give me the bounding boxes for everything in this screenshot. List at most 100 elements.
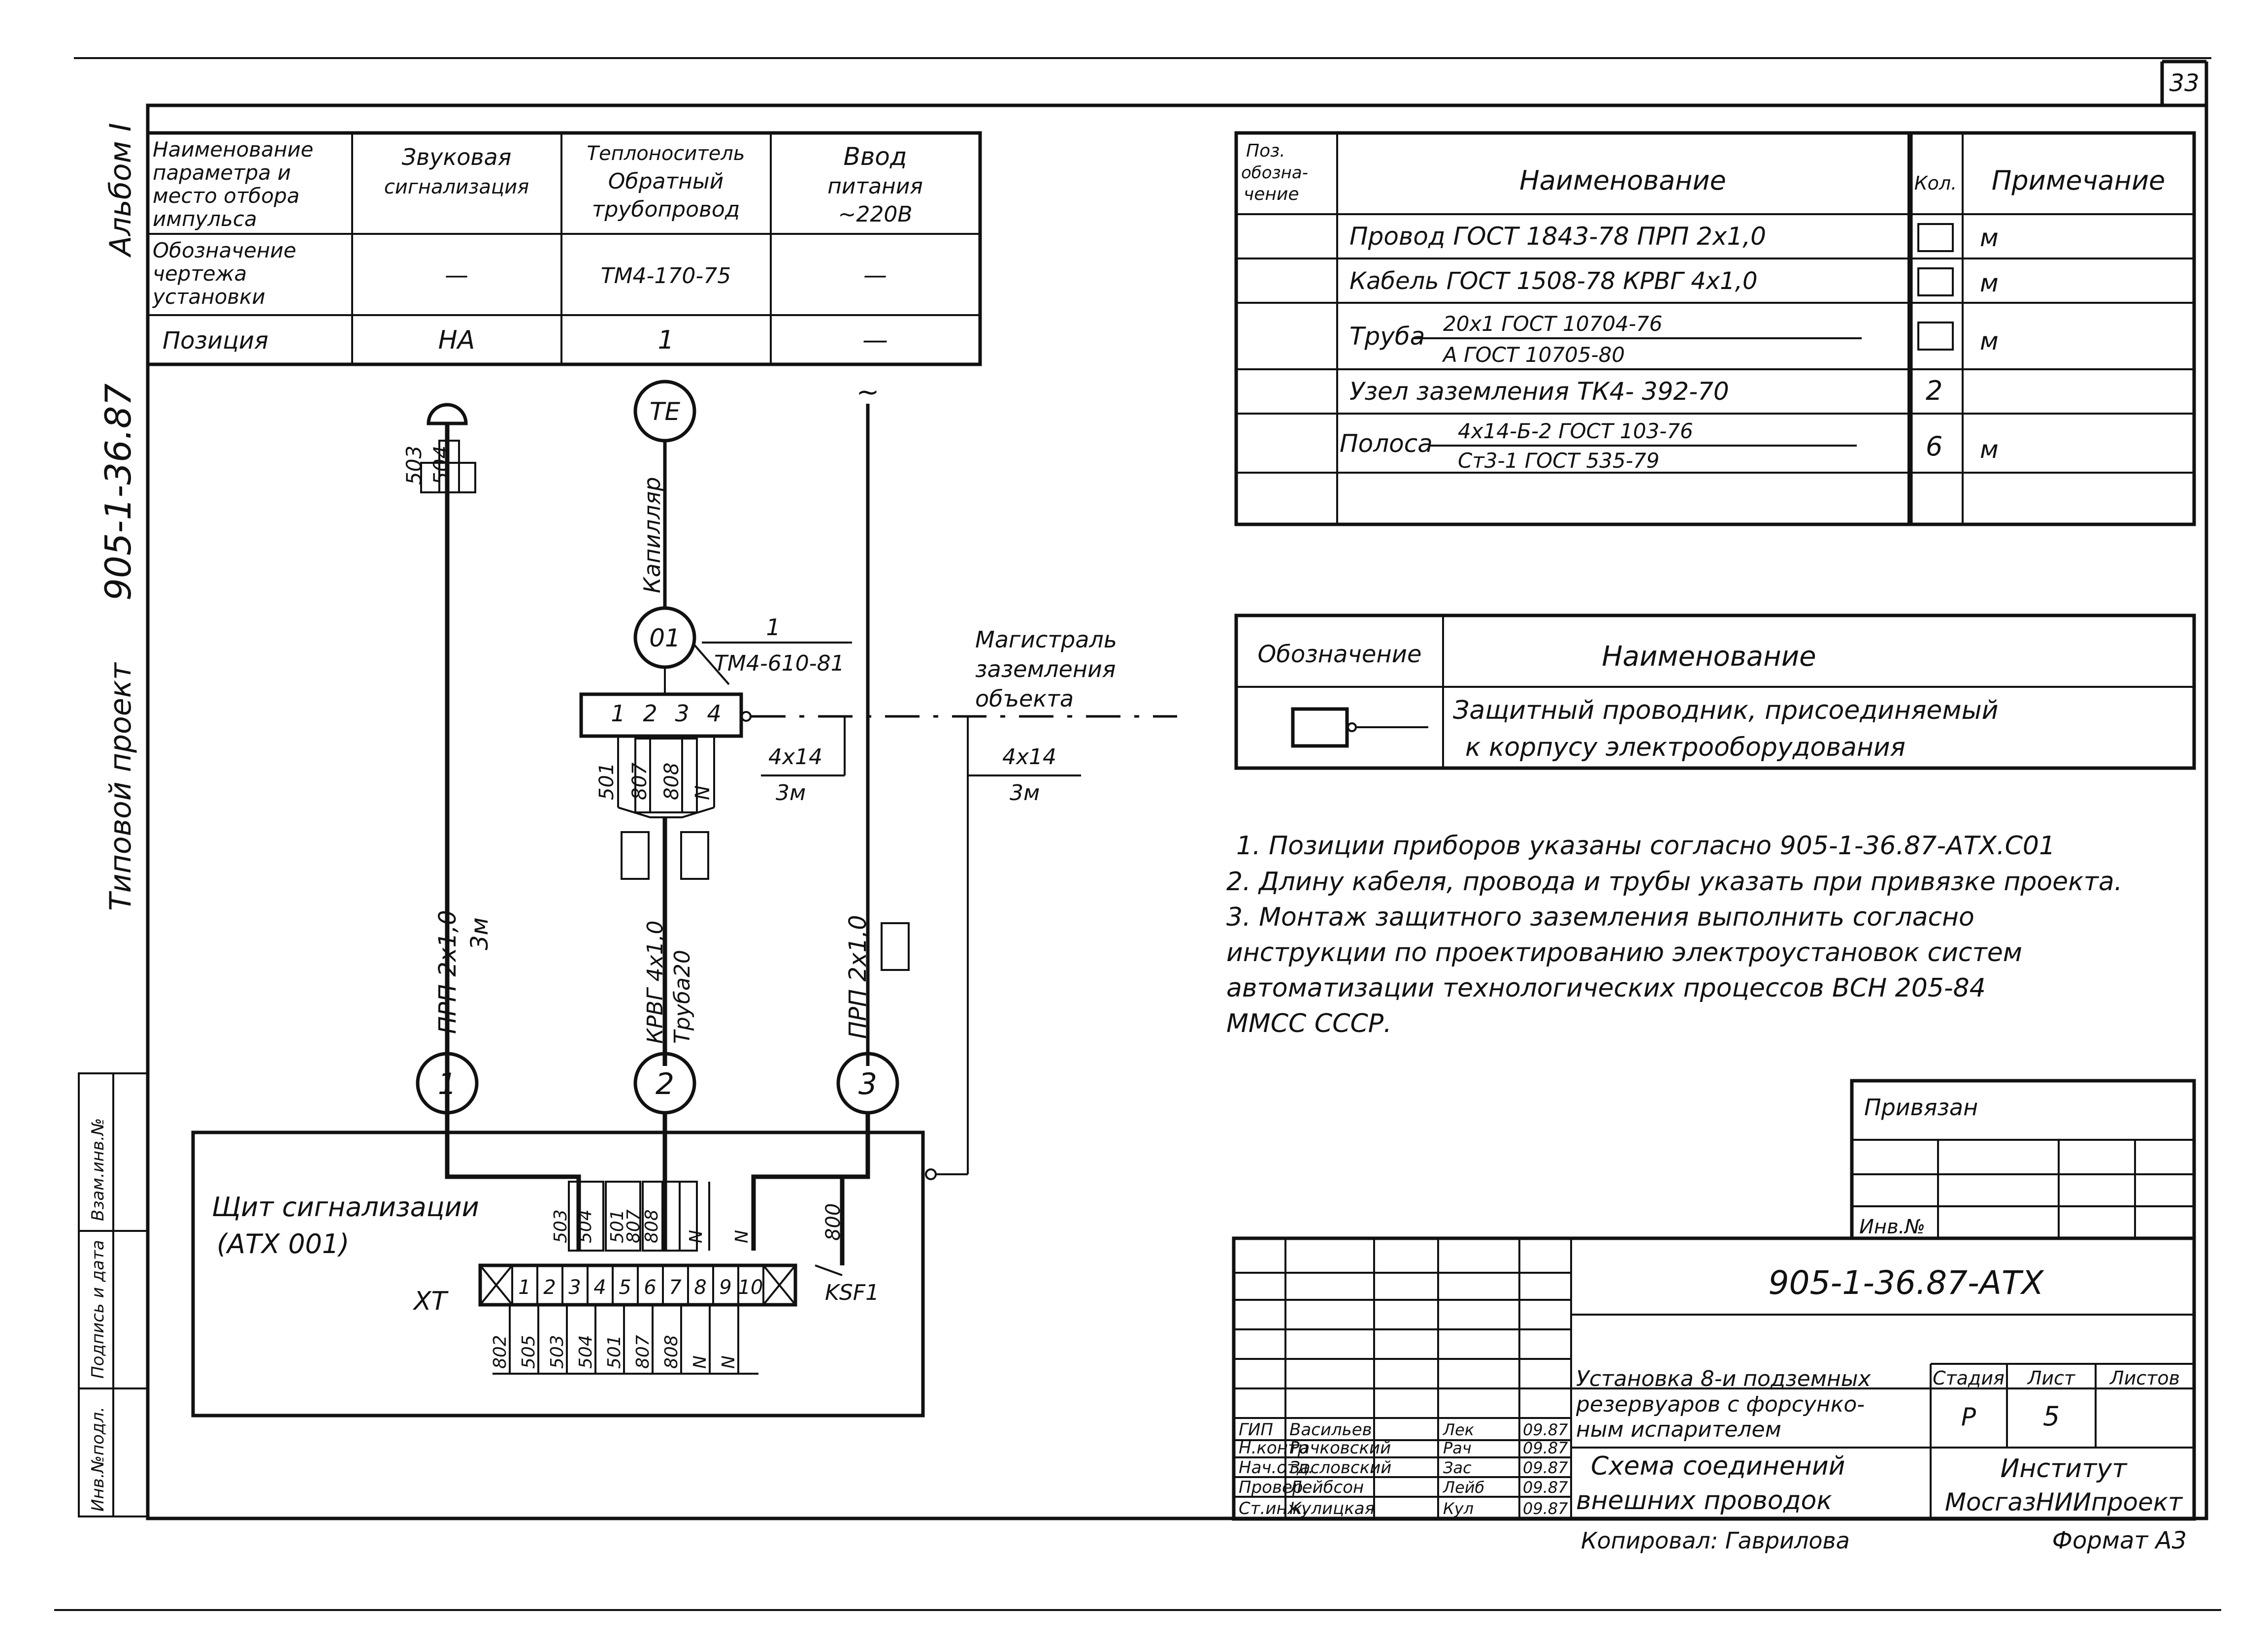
drawing-label-line: установки [152, 285, 265, 309]
bottom-wire: 808 [661, 1335, 682, 1369]
terminal-number: 10 [738, 1276, 763, 1299]
person-role: Н.контр [1239, 1438, 1308, 1458]
strip-label-bottom: 3м [776, 780, 806, 806]
legend-col1: Обозначение [1257, 641, 1421, 668]
param-label-line: импульса [153, 207, 257, 231]
title-block: 905-1-36.87-АТХ Установка 8-и подземных … [1232, 1236, 2196, 1554]
note-header: Примечание [1992, 165, 2166, 196]
box-wire: 807 [628, 762, 651, 800]
col2-name: трубопровод [592, 197, 740, 222]
person-date: 09.87 [1523, 1499, 1568, 1518]
pos-header: обозна- [1241, 163, 1308, 183]
col3-name: ~220В [838, 202, 912, 227]
terminal-number: 6 [644, 1276, 656, 1299]
bottom-wire: N [719, 1355, 739, 1369]
param-label-line: Наименование [153, 137, 313, 161]
panel-code: (АТХ 001) [217, 1228, 349, 1259]
top-wire: 503 [551, 1209, 571, 1243]
top-wire: N [686, 1230, 706, 1243]
person-name: Засловский [1289, 1458, 1391, 1478]
strip-label-top: 4х14 [1002, 744, 1056, 770]
capillary-label: Капилляр [639, 477, 665, 594]
col1-position: НА [438, 325, 475, 355]
col2-drawing: ТМ4-170-75 [601, 263, 731, 289]
terminal-number: 3 [568, 1276, 581, 1299]
person-name: Кулицкая [1289, 1499, 1375, 1518]
person-role: ГИП [1239, 1420, 1273, 1440]
drawing-name: Схема соединений [1591, 1451, 1845, 1481]
cable-number: 2 [656, 1067, 674, 1101]
legend-desc: к корпусу электрооборудования [1465, 733, 1906, 762]
spec-row-fraction-top: 4х14-Б-2 ГОСТ 103-76 [1458, 419, 1693, 443]
paper-format: Формат А3 [2052, 1527, 2187, 1554]
spec-row-note: м [1980, 327, 1999, 355]
sheets-label: Листов [2109, 1367, 2180, 1389]
stage-value: Р [1961, 1403, 1976, 1431]
spec-row-fraction-bottom: Ст3-1 ГОСТ 535-79 [1458, 449, 1659, 473]
person-signature: Лек [1443, 1420, 1475, 1439]
album-label: Альбом I [103, 123, 138, 258]
instrument-doc-label: ТМ4-610-81 [714, 651, 845, 676]
bottom-wire: 807 [633, 1335, 653, 1369]
name-header: Наименование [1519, 165, 1726, 196]
sheet-number: 33 [2169, 69, 2199, 97]
spec-row-note: м [1980, 269, 1999, 297]
stamp-cell-1: Взам.инв.№ [88, 1118, 108, 1221]
drawing-name: внешних проводок [1576, 1486, 1832, 1515]
siren-symbol [427, 403, 468, 425]
top-wire: 504 [575, 1209, 595, 1243]
ground-main-label: Магистраль [975, 626, 1117, 653]
binding-block: Привязан Инв.№ [1850, 1079, 2196, 1240]
spec-row-name: Полоса [1340, 429, 1433, 458]
col3-drawing: — [863, 261, 887, 289]
connection-diagram: 503 504 ТЕ Капилляр 01 1 ТМ4-610-81 1 2 … [191, 376, 1177, 1418]
document-code: 905-1-36.87-АТХ [1768, 1264, 2044, 1302]
instrument-01-label: 01 [649, 624, 681, 652]
object-title: Установка 8-и подземных [1576, 1366, 1871, 1391]
cable1-label: ПРП 2х1,0 [434, 910, 461, 1034]
col1-name: сигнализация [384, 176, 529, 198]
terminal-number: 7 [669, 1276, 682, 1299]
person-role: Нач.отд. [1239, 1458, 1314, 1478]
copied-by: Копировал: Гаврилова [1581, 1527, 1850, 1554]
project-number: 905-1-36.87 [98, 383, 139, 601]
cable2-label: КРВГ 4х1,0 [643, 921, 668, 1044]
person-date: 09.87 [1523, 1439, 1568, 1457]
cable1-length: 3м [466, 917, 493, 950]
note-line: инструкции по проектированию электроуста… [1226, 938, 2022, 967]
top-wire: 808 [642, 1209, 662, 1243]
stamp-cell-3: Инв.№подл. [88, 1407, 108, 1512]
sheet-border [146, 103, 2208, 1520]
person-name: Васильев [1289, 1420, 1372, 1440]
notes: 1. Позиции приборов указаны согласно 905… [1226, 831, 2122, 1038]
note-line: автоматизации технологических процессов … [1226, 973, 1986, 1003]
param-label-line: место отбора [153, 184, 299, 208]
instrument-pos-label: 1 [766, 614, 780, 641]
ksf-label: KSF1 [825, 1280, 879, 1305]
top-wire: N [732, 1230, 752, 1243]
note-line: 3. Монтаж защитного заземления выполнить… [1226, 903, 1974, 932]
person-date: 09.87 [1523, 1478, 1568, 1497]
top-wire: 501 [607, 1209, 627, 1243]
bottom-wire: 802 [490, 1335, 510, 1369]
note-line: 1. Позиции приборов указаны согласно 905… [1236, 831, 2055, 861]
panel-title: Щит сигнализации [212, 1192, 479, 1223]
parameter-table: Наименование параметра и место отбора им… [146, 131, 982, 366]
xt-label: XT [412, 1287, 449, 1316]
project-prefix: Типовой проект [103, 662, 138, 911]
param-label-line: параметра и [153, 161, 291, 185]
cable-number: 1 [438, 1067, 457, 1101]
col1-name: Звуковая [402, 144, 512, 170]
spec-row-fraction-bottom: А ГОСТ 10705-80 [1442, 343, 1625, 367]
strip-label-bottom: 3м [1010, 780, 1040, 806]
person-date: 09.87 [1523, 1420, 1568, 1439]
pos-header: чение [1244, 184, 1299, 204]
bottom-wire: 505 [519, 1335, 539, 1369]
binding-inv: Инв.№ [1859, 1216, 1925, 1238]
legend-col2: Наименование [1602, 641, 1816, 673]
top-wire: 807 [624, 1209, 644, 1243]
legend-table: Обозначение Наименование Защитный провод… [1234, 613, 2196, 770]
box-terminal: 1 [611, 700, 625, 727]
stamp-cell-2: Подпись и дата [88, 1240, 108, 1379]
col3-position: — [862, 325, 888, 355]
